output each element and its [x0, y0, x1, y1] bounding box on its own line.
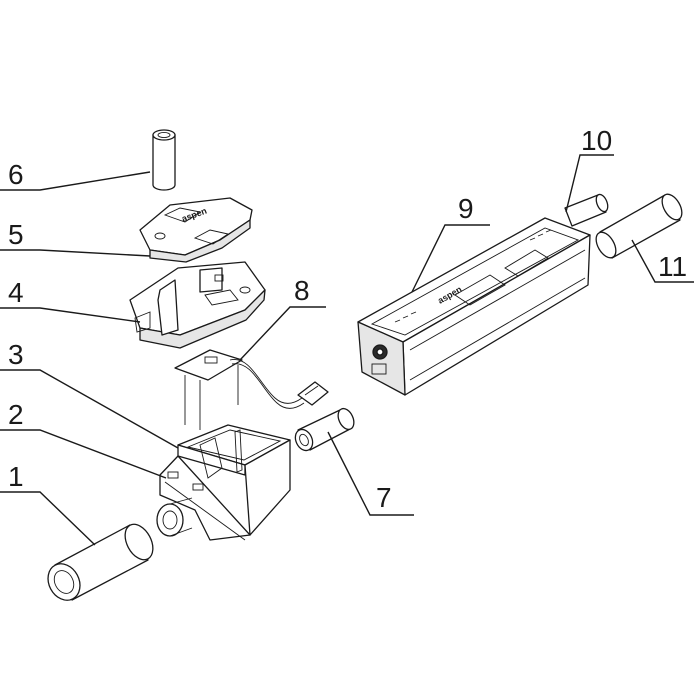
callout-9: 9	[458, 193, 474, 224]
part-10-outlet	[564, 193, 609, 227]
part-6-tube	[152, 129, 176, 191]
callout-10: 10	[581, 125, 612, 156]
part-5-cover: aspen	[139, 197, 253, 263]
callout-3: 3	[8, 339, 24, 370]
callout-4: 4	[8, 277, 24, 308]
part-4-housing	[129, 261, 266, 349]
callout-5: 5	[8, 219, 24, 250]
callout-11: 11	[658, 251, 687, 282]
part-8-sensor-board	[174, 349, 329, 430]
callout-1: 1	[8, 461, 24, 492]
callout-6: 6	[8, 159, 24, 190]
leader-lines	[0, 154, 694, 546]
part-1-tube	[47, 523, 154, 601]
callout-2: 2	[8, 399, 24, 430]
part-7-tube	[294, 407, 355, 452]
callout-8: 8	[294, 275, 310, 306]
callout-7: 7	[376, 482, 392, 513]
part-2-inlet-spigot	[156, 497, 193, 537]
part-3-float-chamber	[159, 424, 291, 541]
part-9-pump: aspen	[357, 217, 591, 396]
part-11-tube	[595, 193, 683, 259]
